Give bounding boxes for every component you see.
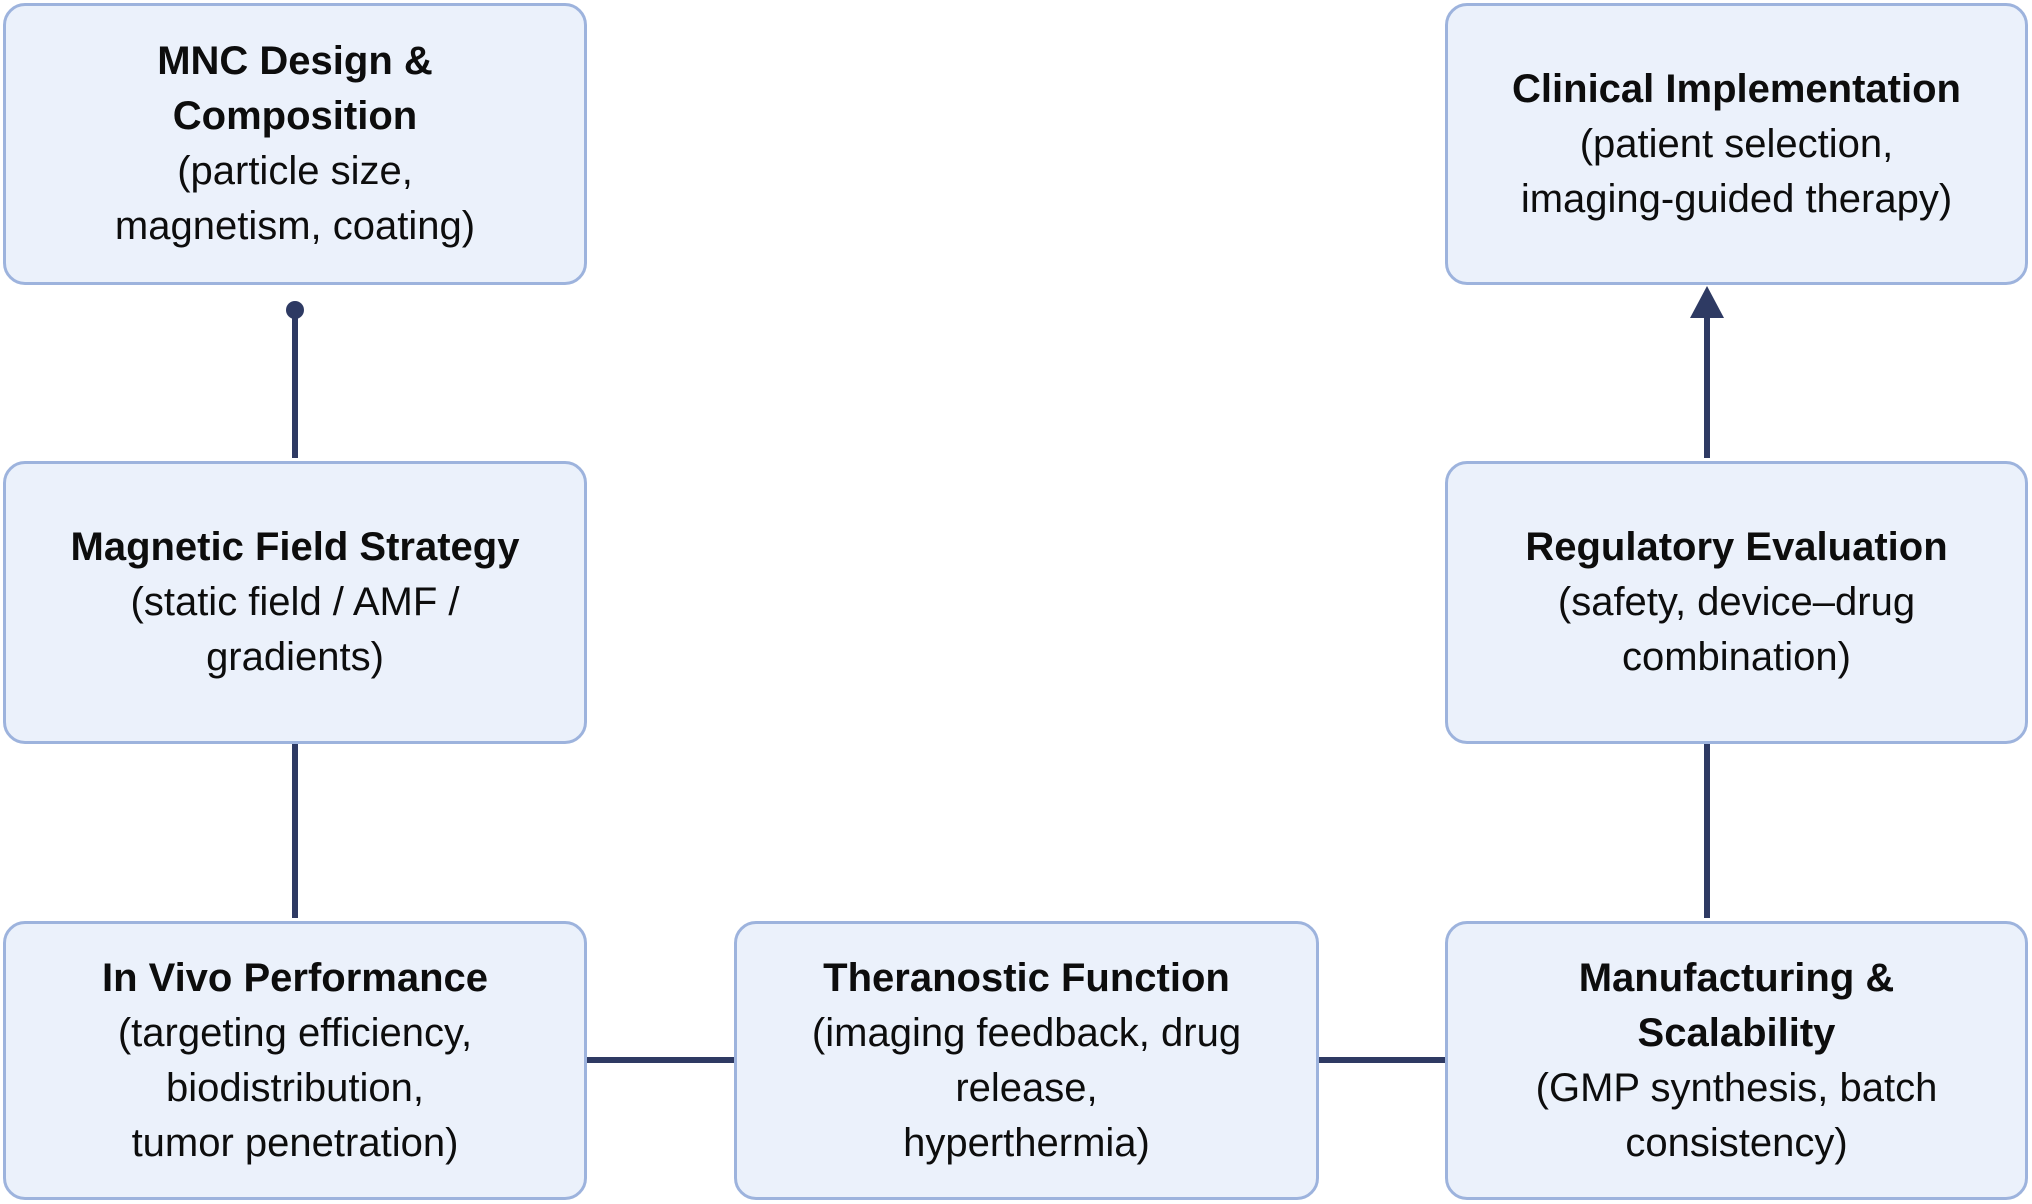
node-title-line: In Vivo Performance <box>101 955 489 1000</box>
node-title-line: Composition <box>172 94 418 138</box>
node-mnc-design: MNC Design & Composition (particle size, ma… <box>3 3 587 285</box>
node-title: In Vivo Performance <box>102 951 488 1006</box>
node-detail-line: magnetism, coating) <box>114 204 476 248</box>
node-theranostic-function: Theranostic Function (imaging feedback, d… <box>734 921 1319 1200</box>
arrowhead-icon <box>1690 286 1724 318</box>
node-title-line: Magnetic Field Strategy <box>70 525 520 569</box>
connector-dot <box>286 301 304 319</box>
node-detail-line: consistency) <box>1625 1120 1848 1165</box>
node-detail-line: (imaging feedback, drug <box>811 1010 1242 1055</box>
node-regulatory-evaluation: Regulatory Evaluation (safety, device–dru… <box>1445 461 2028 744</box>
node-title: Theranostic Function <box>823 951 1230 1006</box>
node-title-line: Theranostic Function <box>823 955 1230 1000</box>
node-detail-line: combination) <box>1621 635 1851 679</box>
node-title: Regulatory Evaluation <box>1525 520 1947 575</box>
node-title-line: Scalability <box>1637 1010 1836 1055</box>
node-detail-line: (targeting efficiency, <box>117 1010 473 1055</box>
node-detail-line: release, <box>955 1065 1098 1110</box>
node-detail: (safety, device–drug combination) <box>1558 575 1915 685</box>
node-detail-line: hyperthermia) <box>903 1120 1150 1165</box>
node-magnetic-field-strategy: Magnetic Field Strategy (static field / A… <box>3 461 587 744</box>
node-detail-line: (static field / AMF / <box>130 580 460 624</box>
node-detail-line: (GMP synthesis, batch <box>1535 1065 1938 1110</box>
node-detail-line: (safety, device–drug <box>1557 580 1916 624</box>
node-detail: (particle size, magnetism, coating) <box>115 144 475 254</box>
node-detail: (GMP synthesis, batch consistency) <box>1536 1061 1938 1171</box>
node-title-line: Manufacturing & <box>1578 955 1895 1000</box>
node-title-line: MNC Design & <box>157 39 433 83</box>
node-detail-line: (particle size, <box>177 149 413 193</box>
node-manufacturing-scalability: Manufacturing & Scalability (GMP synthesis… <box>1445 921 2028 1200</box>
node-detail-line: biodistribution, <box>166 1065 424 1110</box>
node-detail: (patient selection, imaging-guided therap… <box>1521 117 1952 227</box>
node-detail: (imaging feedback, drug release, hyperther… <box>812 1006 1241 1171</box>
node-detail-line: imaging-guided therapy) <box>1520 176 1953 221</box>
node-detail-line: (patient selection, <box>1579 121 1894 166</box>
node-detail-line: gradients) <box>206 635 384 679</box>
node-title: Magnetic Field Strategy <box>71 520 520 575</box>
node-title-line: Regulatory Evaluation <box>1525 525 1948 569</box>
node-title: Clinical Implementation <box>1512 62 1961 117</box>
node-title: Manufacturing & Scalability <box>1579 951 1895 1061</box>
node-in-vivo-performance: In Vivo Performance (targeting efficiency… <box>3 921 587 1200</box>
node-detail: (static field / AMF / gradients) <box>131 575 460 685</box>
node-title-line: Clinical Implementation <box>1512 66 1961 111</box>
node-title: MNC Design & Composition <box>157 34 433 144</box>
node-detail: (targeting efficiency, biodistribution, tu… <box>118 1006 472 1171</box>
node-clinical-implementation: Clinical Implementation (patient selectio… <box>1445 3 2028 285</box>
node-detail-line: tumor penetration) <box>131 1120 459 1165</box>
